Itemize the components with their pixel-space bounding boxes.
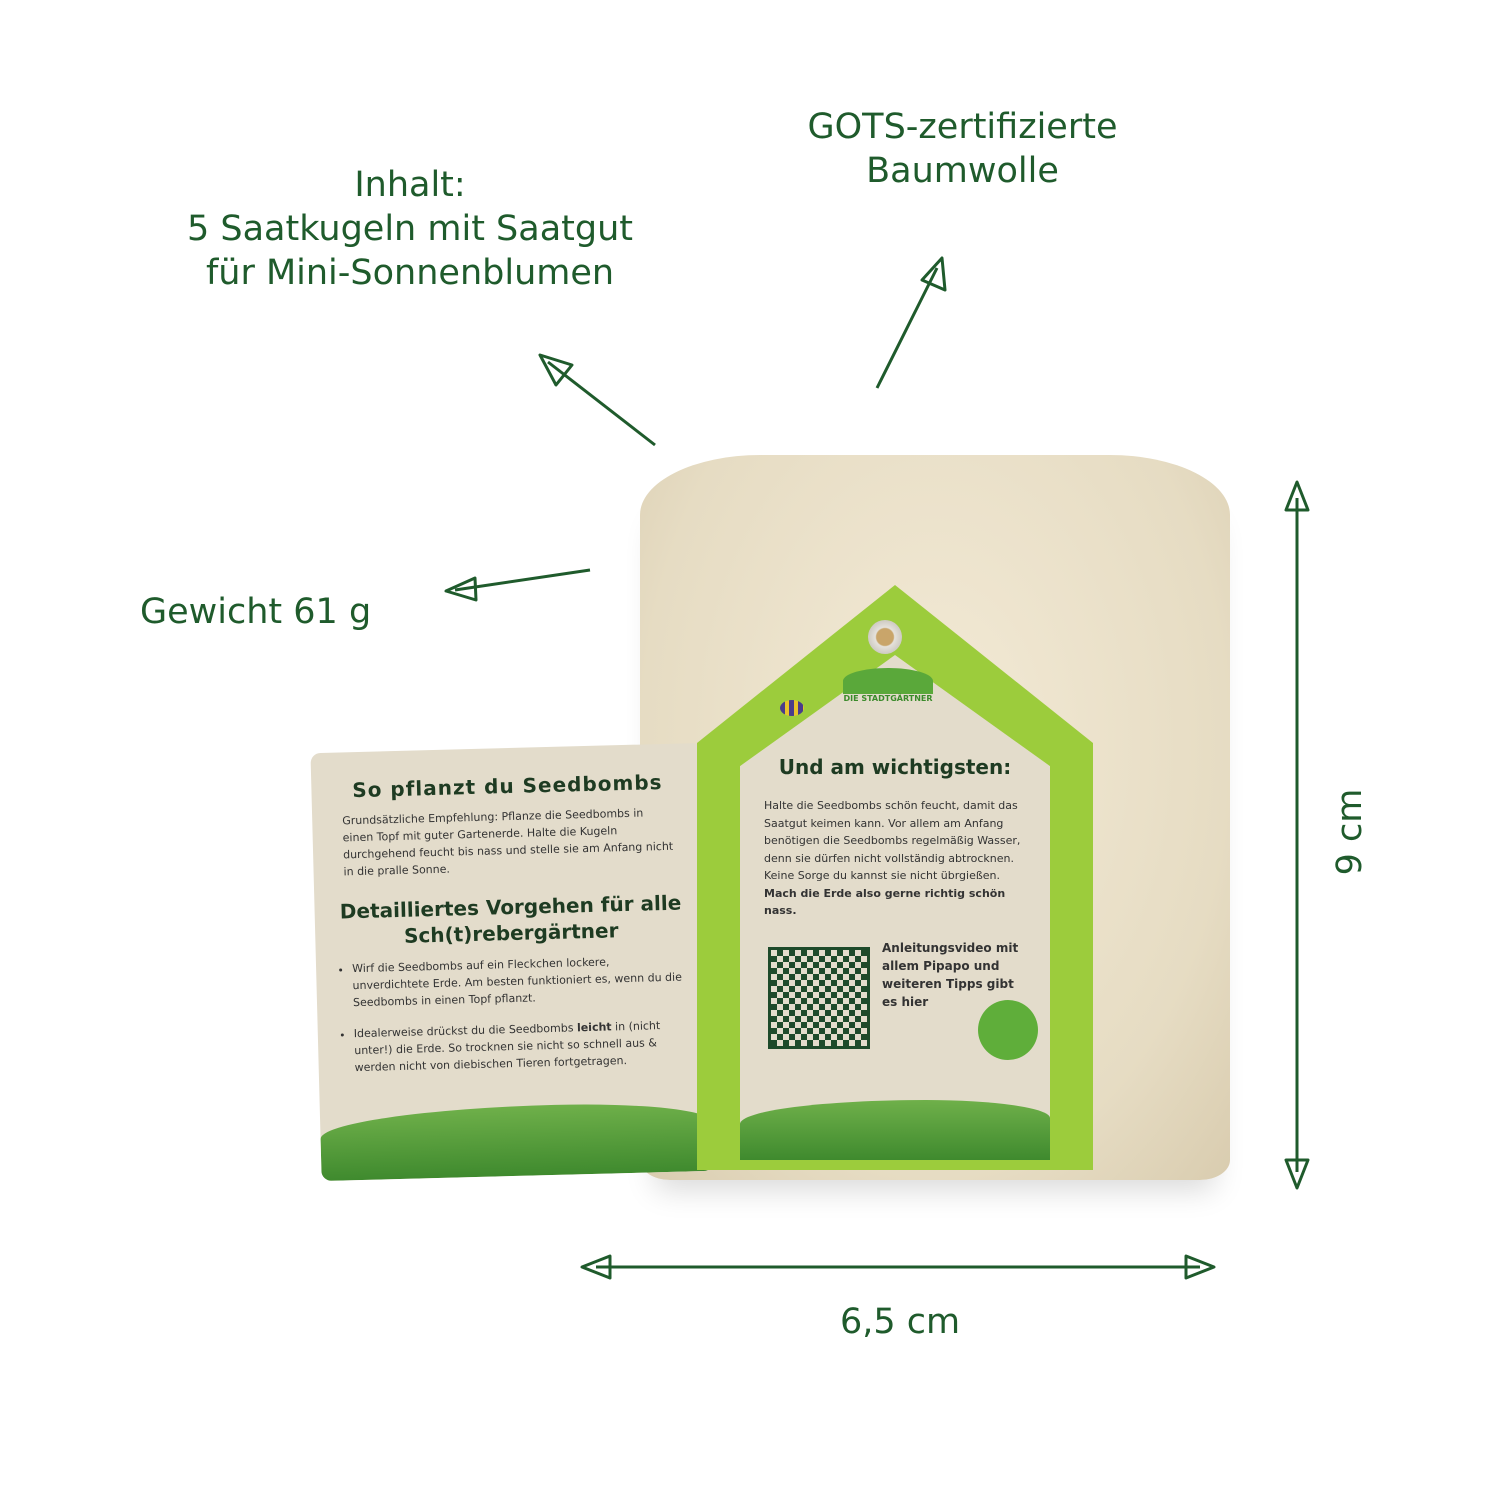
arrow-content (547, 360, 656, 447)
arrowhead (538, 353, 574, 387)
arrowhead (1184, 1254, 1216, 1280)
weight-annotation: Gewicht 61 g (140, 592, 372, 632)
height-annotation: 9 cm (1330, 788, 1370, 876)
tag-text-regular: Halte die Seedbombs schön feucht, damit … (764, 799, 1021, 882)
material-annotation: GOTS-zertifizierte Baumwolle (740, 105, 1185, 193)
qr-code[interactable] (768, 947, 870, 1049)
bullet-text: Idealerweise drückst du die Seedbombs (353, 1021, 578, 1041)
arrowhead (920, 256, 947, 292)
grommet (868, 620, 902, 654)
arrowhead (1284, 480, 1310, 512)
brand-logo: DIE STADTGÄRTNER (838, 668, 938, 703)
card-bullet: Wirf die Seedbombs auf ein Fleckchen loc… (352, 951, 685, 1011)
arrow-weight (454, 568, 591, 592)
arrow-material (875, 267, 939, 389)
tag-title: Und am wichtigsten: (778, 755, 1012, 779)
brand-name: DIE STADTGÄRTNER (843, 694, 933, 703)
card-intro: Grundsätzliche Empfehlung: Pflanze die S… (342, 806, 674, 879)
tag-text-bold: Mach die Erde also gerne richtig schön n… (764, 886, 1006, 918)
content-line: für Mini-Sonnenblumen (205, 253, 615, 293)
qr-caption: Anleitungsvideo mit allem Pipapo und wei… (882, 941, 1019, 1009)
width-annotation: 6,5 cm (839, 1302, 961, 1342)
bullet-bold: leicht (576, 1020, 612, 1035)
arrowhead (580, 1254, 612, 1280)
tree-illustration (978, 1000, 1038, 1060)
logo-graphic (843, 668, 933, 694)
instruction-card: So pflanzt du Seedbombs Grundsätzliche E… (310, 742, 714, 1182)
grass-illustration (319, 1100, 714, 1182)
hang-tag: Und am wichtigsten: Halte die Seedbombs … (740, 655, 1050, 1160)
bee-icon (780, 700, 804, 716)
content-annotation: Inhalt: 5 Saatkugeln mit Saatgut für Min… (150, 163, 670, 295)
material-line: GOTS-zertifizierte (807, 107, 1118, 147)
card-bullet: Idealerweise drückst du die Seedbombs le… (354, 1016, 687, 1076)
tag-text: Halte die Seedbombs schön feucht, damit … (764, 797, 1032, 920)
grass-illustration (740, 1100, 1050, 1160)
arrowhead (1284, 1158, 1310, 1190)
card-title: So pflanzt du Seedbombs (351, 770, 663, 803)
content-line: 5 Saatkugeln mit Saatgut (186, 209, 633, 249)
material-line: Baumwolle (866, 151, 1059, 191)
content-label: Inhalt: (354, 165, 466, 205)
arrowhead (444, 576, 478, 602)
card-subtitle: Detailliertes Vorgehen für alle Sch(t)re… (339, 890, 682, 948)
